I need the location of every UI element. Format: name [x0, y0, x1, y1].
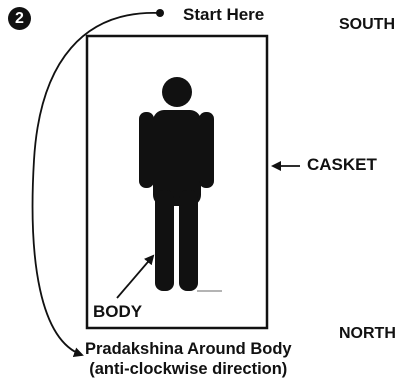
pradakshina-caption: Pradakshina Around Body (anti-clockwise … [85, 339, 292, 379]
body-label: BODY [93, 302, 143, 321]
south-label: SOUTH [339, 16, 395, 33]
pradakshina-caption-line2: (anti-clockwise direction) [89, 360, 288, 378]
pradakshina-path-arrow [31, 12, 161, 358]
casket-label: CASKET [307, 155, 377, 174]
north-label: NORTH [339, 325, 396, 342]
step-number-badge: 2 [8, 7, 31, 30]
start-here-label: Start Here [183, 5, 265, 24]
body-pointer-arrow [116, 254, 155, 299]
casket-outline [85, 34, 269, 330]
body-figure [139, 77, 214, 291]
pradakshina-caption-line1: Pradakshina Around Body [85, 340, 292, 358]
